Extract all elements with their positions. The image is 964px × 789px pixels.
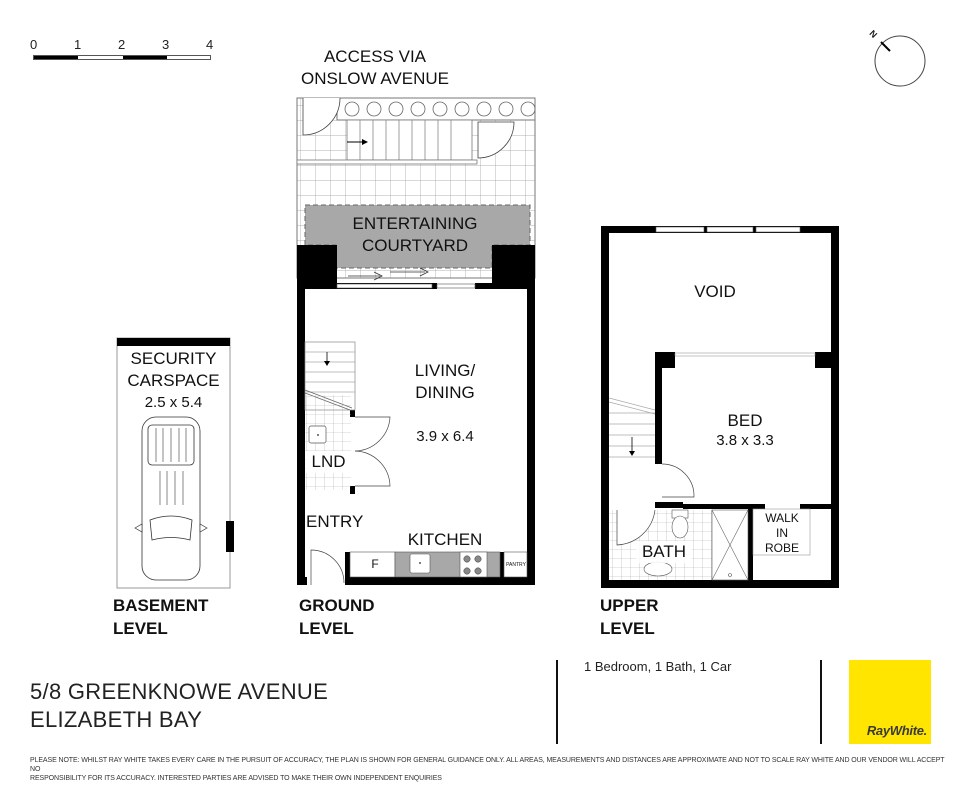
floor-plan-drawing <box>116 97 839 589</box>
north-compass: N <box>867 28 926 87</box>
fridge-label: F <box>371 557 379 571</box>
level-ground: GROUND LEVEL <box>299 596 375 638</box>
ray-white-logo: RayWhite. <box>849 660 931 744</box>
property-address: 5/8 GREENKNOWE AVENUE ELIZABETH BAY <box>30 678 328 734</box>
room-void: VOID <box>694 282 736 301</box>
scale-tick-1: 1 <box>74 37 82 52</box>
bed-dims: 3.8 x 3.3 <box>716 432 774 449</box>
level-basement: BASEMENT LEVEL <box>113 596 209 638</box>
room-walk-in-robe: WALK IN ROBE <box>764 511 799 555</box>
address-suburb: ELIZABETH BAY <box>30 707 203 732</box>
scale-tick-2: 2 <box>118 37 126 52</box>
footer-divider-right <box>820 660 822 744</box>
scale-tick-3: 3 <box>162 37 170 52</box>
scale-tick-4: 4 <box>206 37 214 52</box>
access-label: ACCESS VIA ONSLOW AVENUE <box>301 47 449 88</box>
scale-tick-0: 0 <box>30 37 38 52</box>
room-carspace: SECURITY CARSPACE 2.5 x 5.4 <box>117 348 230 414</box>
compass-icon <box>874 35 926 87</box>
level-upper: UPPER LEVEL <box>600 596 659 638</box>
carspace-dims: 2.5 x 5.4 <box>144 394 203 411</box>
living-dims: 3.9 x 6.4 <box>416 428 474 445</box>
disclaimer: PLEASE NOTE: WHILST RAY WHITE TAKES EVER… <box>30 757 945 782</box>
carspace-area <box>116 337 234 589</box>
room-courtyard: ENTERTAINING COURTYARD <box>352 214 478 255</box>
footer-divider-left <box>556 660 558 744</box>
room-living-dining: LIVING/ DINING 3.9 x 6.4 <box>395 360 495 448</box>
room-kitchen: KITCHEN <box>407 530 483 549</box>
pantry-label: PANTRY <box>506 562 526 568</box>
room-entry: ENTRY <box>306 512 364 531</box>
room-laundry: LND <box>306 451 351 473</box>
property-summary: 1 Bedroom, 1 Bath, 1 Car <box>584 659 732 674</box>
room-bath: BATH <box>636 541 692 563</box>
brand-name: RayWhite. <box>866 723 927 738</box>
room-bed: BED 3.8 x 3.3 <box>695 410 795 450</box>
address-street: 5/8 GREENKNOWE AVENUE <box>30 679 329 704</box>
courtyard-area <box>296 97 536 281</box>
